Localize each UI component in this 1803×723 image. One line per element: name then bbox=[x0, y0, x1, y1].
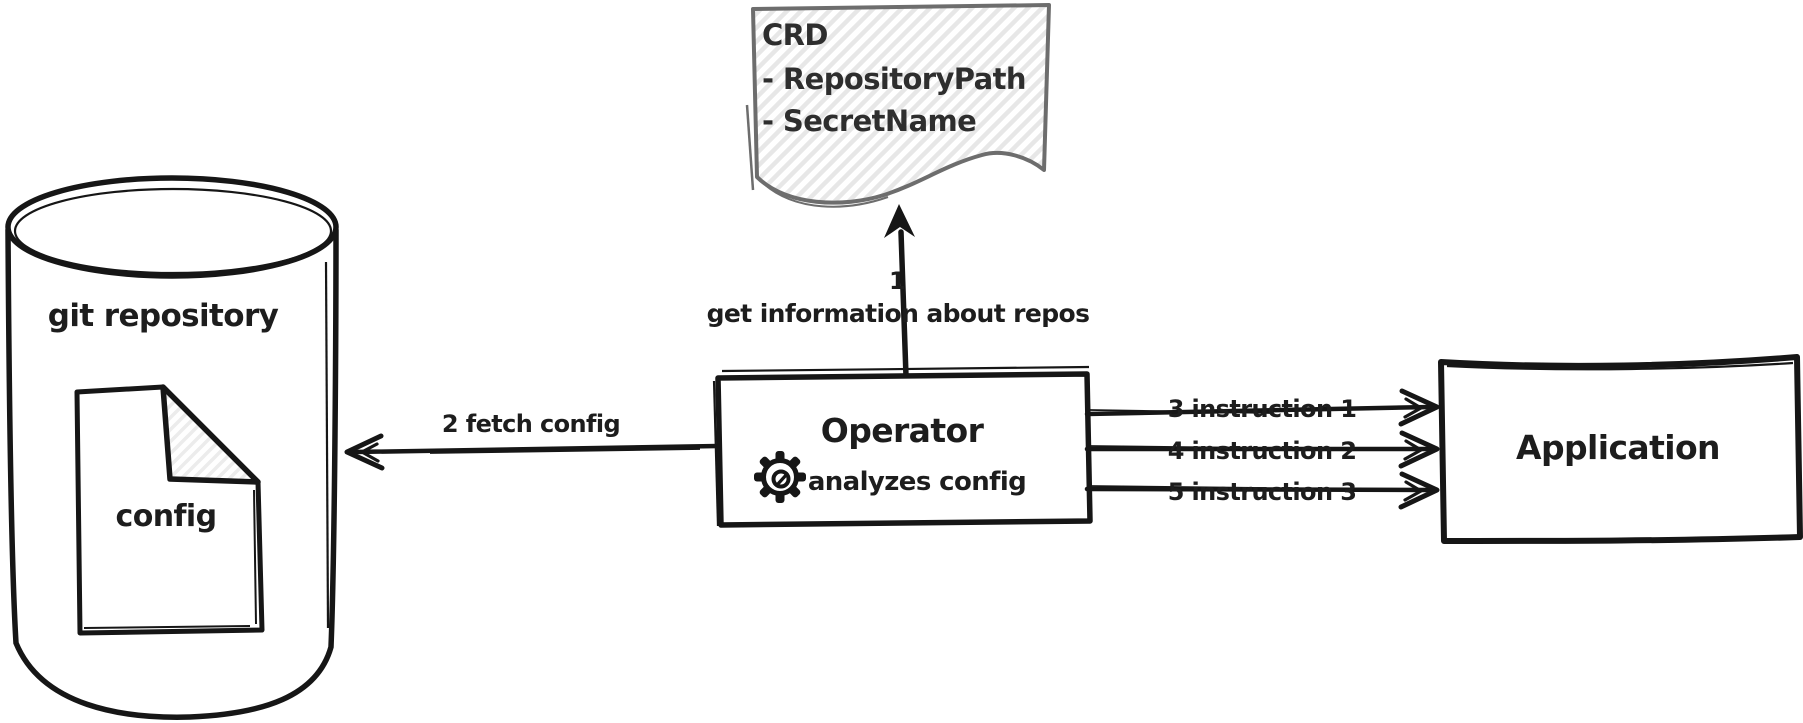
crd-field-repositorypath: - RepositoryPath bbox=[762, 62, 1026, 96]
application-node: Application bbox=[1438, 354, 1803, 544]
crd-note-hatch bbox=[751, 3, 1051, 205]
operator-sketch-top bbox=[721, 365, 1090, 373]
arrow-instruction-1-head bbox=[1398, 388, 1440, 427]
application-sketch-top bbox=[1446, 361, 1794, 371]
operator-node: Operator analyzes config bbox=[712, 365, 1093, 528]
application-box bbox=[1438, 354, 1803, 544]
instruction-2-label: 4 instruction 2 bbox=[1168, 437, 1357, 465]
gear-icon bbox=[754, 451, 806, 503]
arrow-instruction-2-sketch bbox=[1089, 445, 1261, 449]
crd-field-secretname: - SecretName bbox=[762, 104, 976, 138]
crd-note: CRD - RepositoryPath - SecretName bbox=[745, 3, 1051, 208]
arrow-fetch-head bbox=[344, 433, 385, 471]
config-document: config bbox=[74, 384, 265, 636]
arrow-instruction-3-head-inner bbox=[1403, 480, 1423, 502]
operator-title: Operator bbox=[821, 411, 985, 450]
arrow-instruction-3-shaft bbox=[1084, 486, 1433, 493]
config-sketch-line-bottom bbox=[83, 625, 251, 629]
arrow-instruction-1-sketch bbox=[1089, 409, 1271, 414]
arrow-instruction-3-sketch bbox=[1089, 485, 1266, 489]
arrow-fetch-shaft bbox=[352, 443, 721, 455]
fetch-config-label: 2 fetch config bbox=[442, 410, 620, 438]
arrow-fetch-sketch bbox=[429, 448, 701, 454]
cylinder-top-sketch bbox=[13, 187, 333, 275]
arrow-instruction-3-head bbox=[1398, 471, 1440, 510]
config-sketch-line-right bbox=[253, 489, 257, 625]
config-folded-corner bbox=[160, 384, 261, 485]
arrow-get-info-head bbox=[884, 204, 915, 238]
operator-sketch-left bbox=[712, 380, 720, 527]
git-repository-label: git repository bbox=[48, 298, 279, 334]
arrow-get-info-shaft bbox=[898, 229, 909, 379]
cylinder-top bbox=[5, 175, 339, 279]
arrow-instruction-2-head-inner bbox=[1403, 439, 1423, 461]
arrow-instruction-1: 3 instruction 1 bbox=[1084, 388, 1440, 427]
crd-note-sketch-left bbox=[745, 104, 755, 191]
arrow-fetch-head-inner bbox=[360, 442, 380, 463]
git-repository-node: git repository config bbox=[5, 175, 339, 720]
application-label: Application bbox=[1516, 428, 1720, 467]
instruction-1-label: 3 instruction 1 bbox=[1168, 395, 1357, 423]
arrow-instruction-1-shaft bbox=[1084, 404, 1433, 417]
crd-note-sketch-wave bbox=[763, 183, 889, 208]
instruction-3-label: 5 instruction 3 bbox=[1168, 478, 1357, 506]
arrow-instruction-3: 5 instruction 3 bbox=[1084, 471, 1440, 510]
operator-box bbox=[715, 371, 1093, 528]
cylinder-sketch-line bbox=[324, 261, 330, 629]
operator-description: analyzes config bbox=[808, 467, 1026, 497]
crd-title: CRD bbox=[762, 18, 828, 52]
arrow-instruction-1-head-inner bbox=[1403, 397, 1423, 419]
config-label: config bbox=[116, 499, 217, 534]
arrow-instruction-2: 4 instruction 2 bbox=[1084, 430, 1440, 469]
step-1-number: 1 bbox=[889, 267, 905, 295]
arrow-instruction-2-head bbox=[1398, 430, 1440, 469]
arrow-fetch-config: 2 fetch config bbox=[344, 410, 721, 471]
arrow-get-info: 1 get information about repos bbox=[707, 204, 1090, 379]
get-info-label: get information about repos bbox=[707, 299, 1090, 328]
